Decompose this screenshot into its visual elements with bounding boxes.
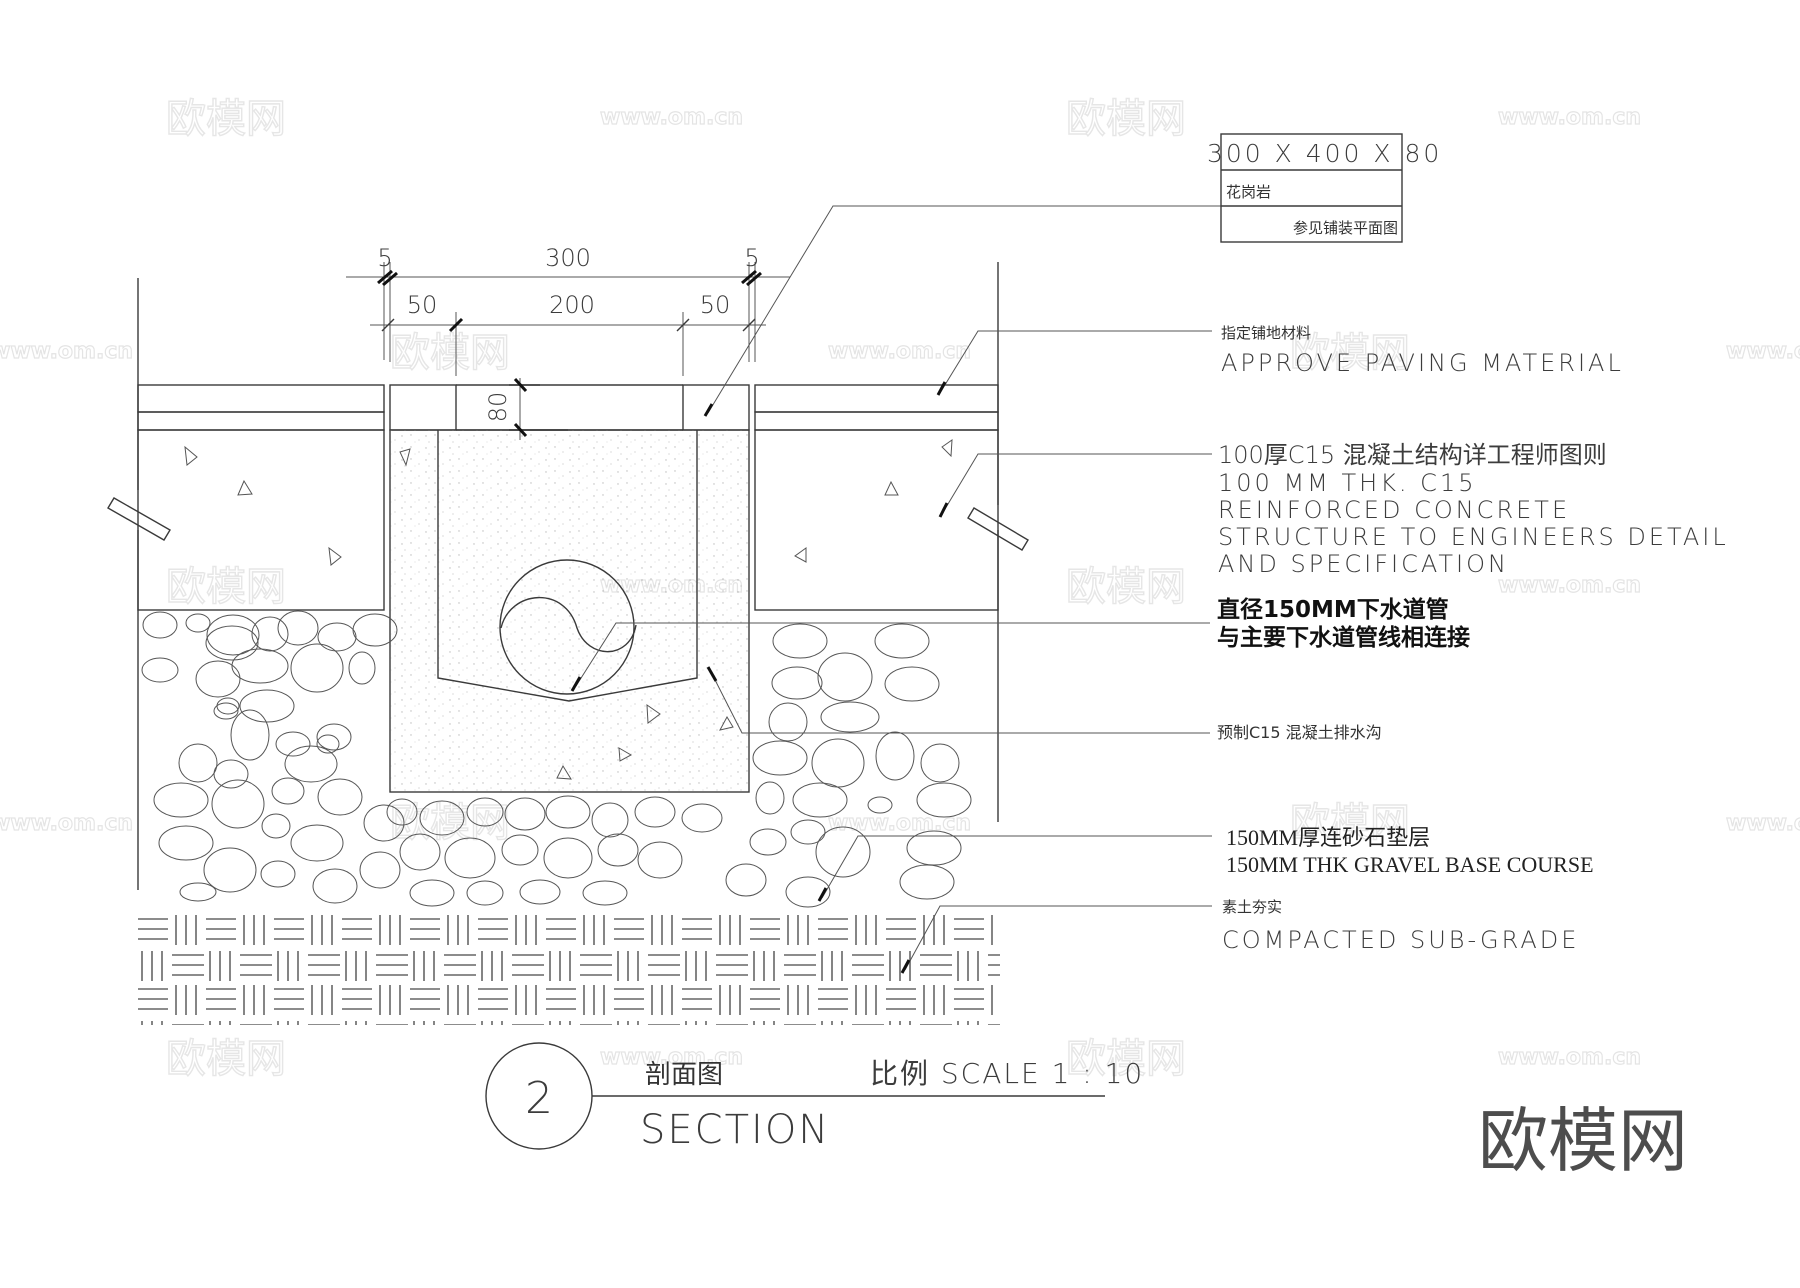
break-symbol-right [967, 507, 1029, 551]
watermark-url: www.om.cn [1498, 573, 1641, 598]
concrete-label-en-3: STRUCTURE TO ENGINEERS DETAIL [1218, 523, 1729, 551]
watermark-logo: 欧模网 [1290, 800, 1410, 846]
dim-overall-width: 300 [545, 244, 591, 272]
dimension-lines: 5 300 5 50 200 50 80 [346, 244, 790, 440]
title-block: 2 剖面图 比例 SCALE 1 : 10 SECTION [485, 1042, 1144, 1153]
watermark-layer: 欧模网 www.om.cn 欧模网 www.om.cn www.om.cn 欧模… [0, 95, 1800, 1082]
watermark-url: www.om.cn [1726, 339, 1800, 364]
channel-label-cn: 预制C15 混凝土排水沟 [1217, 723, 1382, 742]
subgrade-label-cn: 素土夯实 [1222, 898, 1282, 916]
spec-note: 参见铺装平面图 [1293, 219, 1398, 237]
concrete-label-cn: 100厚C15 混凝土结构详工程师图则 [1218, 441, 1607, 469]
watermark-logo: 欧模网 [166, 564, 286, 610]
gravel-label-cn: 150MM厚连砂石垫层 [1226, 825, 1430, 850]
spec-size: 300 X 400 X 80 [1207, 139, 1442, 168]
granite-block-right [682, 384, 750, 431]
watermark-logo: 欧模网 [390, 330, 510, 376]
paving-label-en: APPROVE PAVING MATERIAL [1221, 349, 1624, 377]
watermark-url: www.om.cn [828, 811, 971, 836]
precast-channel [389, 429, 750, 793]
watermark-logo: 欧模网 [1066, 96, 1186, 142]
dim-right-wall: 50 [700, 291, 731, 319]
spec-material: 花岗岩 [1226, 183, 1271, 201]
concrete-label-en-1: 100 MM THK. C15 [1218, 469, 1476, 497]
watermark-logo: 欧模网 [1290, 330, 1410, 376]
watermark-url: www.om.cn [828, 339, 971, 364]
pipe-label-line-2: 与主要下水道管线相连接 [1217, 624, 1470, 651]
annotation-channel: 预制C15 混凝土排水沟 [1217, 723, 1382, 742]
scale-label: 比例 SCALE 1 : 10 [870, 1057, 1144, 1090]
watermark-logo: 欧模网 [1066, 1036, 1186, 1082]
annotation-pipe: 直径150MM下水道管 与主要下水道管线相连接 [1217, 596, 1470, 651]
break-symbol-left [107, 497, 171, 541]
pipe-label-line-1: 直径150MM下水道管 [1217, 596, 1449, 623]
annotation-subgrade: 素土夯实 COMPACTED SUB-GRADE [1222, 898, 1579, 954]
spec-table: 300 X 400 X 80 花岗岩 参见铺装平面图 [1207, 133, 1442, 243]
dim-right-gap: 5 [744, 244, 759, 272]
watermark-logo: 欧模网 [390, 800, 510, 846]
watermark-url: www.om.cn [1498, 105, 1641, 130]
gravel-layer [141, 610, 972, 908]
watermark-url: www.om.cn [600, 1045, 743, 1070]
watermark-url: www.om.cn [0, 339, 133, 364]
watermark-url: www.om.cn [600, 105, 743, 130]
dim-slab-thickness: 80 [484, 392, 512, 423]
gravel-label-en: 150MM THK GRAVEL BASE COURSE [1226, 852, 1594, 877]
title-en: SECTION [640, 1107, 830, 1153]
subgrade-hatch [138, 915, 1000, 1025]
granite-block-left [389, 384, 457, 431]
sewer-pipe [499, 559, 637, 695]
paving-label-cn: 指定铺地材料 [1221, 324, 1311, 342]
watermark-logo: 欧模网 [166, 96, 286, 142]
title-cn: 剖面图 [645, 1060, 723, 1090]
brand-logo: 欧模网 [1478, 1100, 1688, 1182]
annotation-concrete: 100厚C15 混凝土结构详工程师图则 100 MM THK. C15 REIN… [1218, 441, 1729, 578]
concrete-base [137, 429, 999, 611]
leader-lines [570, 205, 1221, 974]
detail-number: 2 [525, 1073, 553, 1124]
watermark-url: www.om.cn [1498, 1045, 1641, 1070]
watermark-logo: 欧模网 [1066, 564, 1186, 610]
subgrade-label-en: COMPACTED SUB-GRADE [1222, 926, 1579, 954]
dim-left-wall: 50 [407, 291, 438, 319]
annotation-gravel: 150MM厚连砂石垫层 150MM THK GRAVEL BASE COURSE [1226, 825, 1594, 877]
watermark-logo: 欧模网 [166, 1036, 286, 1082]
concrete-label-en-2: REINFORCED CONCRETE [1218, 496, 1570, 524]
dim-opening: 200 [549, 291, 595, 319]
annotation-paving: 指定铺地材料 APPROVE PAVING MATERIAL [1221, 324, 1624, 377]
paving-layer [137, 384, 999, 431]
watermark-url: www.om.cn [1726, 811, 1800, 836]
concrete-label-en-4: AND SPECIFICATION [1218, 550, 1509, 578]
dim-left-gap: 5 [377, 244, 392, 272]
watermark-url: www.om.cn [0, 811, 133, 836]
